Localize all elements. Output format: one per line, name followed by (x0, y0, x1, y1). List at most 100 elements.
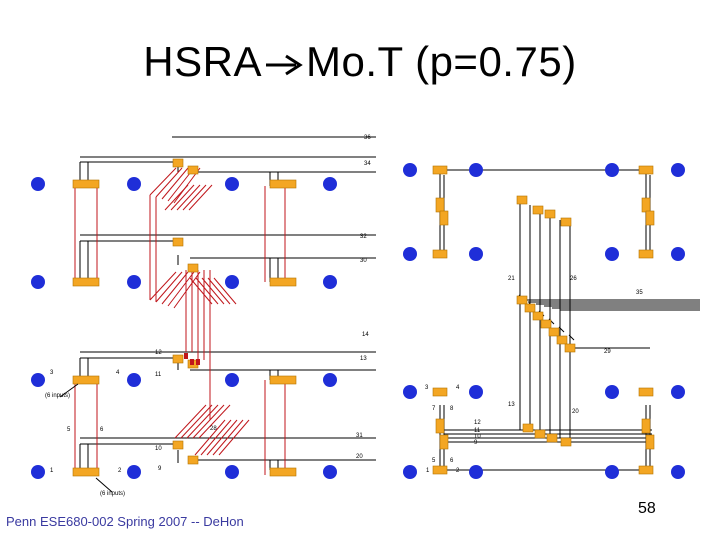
switch-box (524, 303, 536, 313)
switch-box (641, 418, 651, 434)
diagram-label: 6 (100, 427, 104, 433)
wire (201, 277, 225, 305)
diagram-label: 26 (570, 276, 577, 282)
wire (174, 404, 207, 439)
node-circle (469, 385, 483, 399)
title-right: Mo.T (p=0.75) (306, 38, 577, 85)
diagram-label: 6 (450, 458, 454, 464)
page-number: 58 (638, 500, 656, 517)
switch-box (564, 343, 576, 353)
node-circle (127, 373, 141, 387)
switch-box (172, 158, 184, 168)
switch-box (187, 263, 199, 273)
switch-box (187, 455, 199, 465)
diagram-label: 2 (118, 468, 122, 474)
diagram-label: 10 (155, 446, 162, 452)
diagram-label: 5 (432, 458, 436, 464)
node-circle (31, 465, 45, 479)
switch-box (560, 217, 572, 227)
wire (155, 271, 183, 303)
wire (161, 271, 189, 305)
node-circle (225, 275, 239, 289)
diagram-label: 2 (456, 468, 460, 474)
diagram-label: 14 (362, 332, 369, 338)
switch-box (432, 249, 448, 259)
switch-box (439, 434, 449, 450)
wire (188, 184, 213, 211)
wire (568, 334, 575, 341)
node-circle (323, 275, 337, 289)
diagram-label: 1 (50, 468, 54, 474)
switch-box (540, 319, 552, 329)
diagram-label: 12 (474, 420, 481, 426)
wire (189, 277, 213, 305)
diagram-label: (6 inputs) (100, 491, 125, 497)
node-circle (127, 465, 141, 479)
diagram-label: 29 (604, 349, 611, 355)
node-circle (469, 465, 483, 479)
switch-box (638, 249, 654, 259)
wire (192, 404, 225, 439)
diagram-label: 8 (450, 406, 454, 412)
diagram-label: 12 (155, 350, 162, 356)
wire (182, 184, 207, 211)
wire (558, 326, 565, 333)
wire (194, 419, 226, 456)
wire (207, 277, 231, 305)
wire (95, 477, 113, 493)
wire (176, 184, 201, 211)
node-circle (671, 385, 685, 399)
switch-box (72, 375, 100, 385)
node-circle (469, 247, 483, 261)
wire (167, 271, 195, 307)
wire (195, 277, 219, 305)
switch-box (516, 195, 528, 205)
red-marker (190, 359, 194, 365)
diagram-label: 7 (432, 406, 436, 412)
switch-box (269, 277, 297, 287)
node-circle (403, 385, 417, 399)
wire (218, 419, 250, 456)
switch-box (546, 433, 558, 443)
node-circle (323, 177, 337, 191)
node-circle (605, 247, 619, 261)
diagram-label: 1 (426, 468, 430, 474)
diagram-label: 20 (356, 454, 363, 460)
switch-box (72, 179, 100, 189)
switch-box (435, 418, 445, 434)
wire (200, 419, 232, 456)
wire (173, 271, 201, 309)
diagram-label: 4 (116, 370, 120, 376)
wire (59, 383, 79, 398)
wire (213, 277, 237, 305)
diagram-label: 36 (364, 135, 371, 141)
wire (161, 167, 189, 200)
switch-box (269, 467, 297, 477)
switch-box (532, 205, 544, 215)
right-arrow-icon (266, 54, 303, 76)
switch-box (72, 277, 100, 287)
diagram-label: 35 (636, 290, 643, 296)
node-circle (403, 247, 417, 261)
wire (206, 419, 238, 456)
switch-box (435, 197, 445, 213)
node-circle (225, 465, 239, 479)
node-circle (605, 465, 619, 479)
node-circle (403, 465, 417, 479)
switch-box (522, 423, 534, 433)
diagram-label: 20 (572, 409, 579, 415)
wire (212, 419, 244, 456)
diagram-label: 10 (474, 434, 481, 440)
switch-box (172, 237, 184, 247)
red-marker (184, 353, 188, 359)
switch-box (432, 465, 448, 475)
switch-box (72, 467, 100, 477)
red-marker (196, 359, 200, 365)
wire (186, 404, 219, 439)
switch-box (638, 465, 654, 475)
node-circle (225, 177, 239, 191)
diagram-label: 13 (508, 402, 515, 408)
node-circle (671, 247, 685, 261)
switch-box (269, 179, 297, 189)
